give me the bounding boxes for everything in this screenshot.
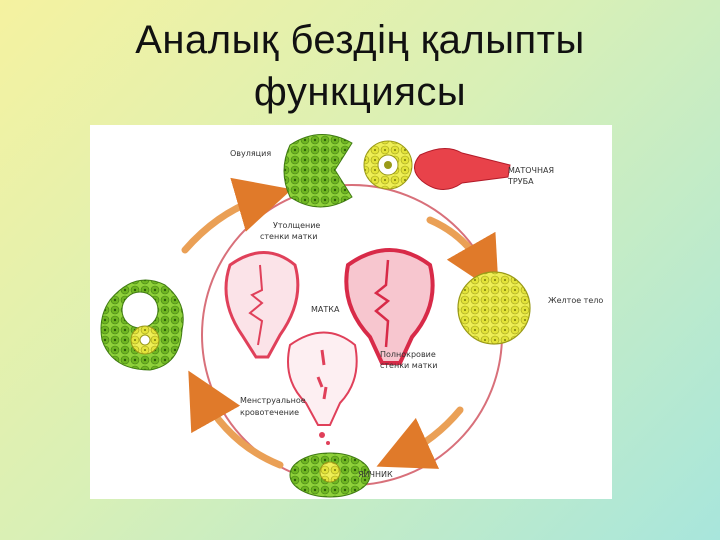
arrow-to-ovary (376, 406, 464, 469)
label-uterus: МАТКА (311, 305, 340, 314)
uterus-thickening (224, 251, 300, 359)
uterus-menstrual (287, 331, 358, 445)
diagram-canvas: Овуляция МАТОЧНАЯ ТРУБА Утолщение стенки… (100, 134, 603, 498)
developing-follicle (100, 279, 184, 371)
fallopian-tube (414, 148, 511, 190)
label-full-blood-line2: стенки матки (380, 361, 437, 370)
label-tube-line2: ТРУБА (507, 177, 534, 186)
label-menstrual-line1: Менструальное (240, 396, 306, 405)
ovarian-cycle-diagram: Овуляция МАТОЧНАЯ ТРУБА Утолщение стенки… (90, 125, 612, 499)
arrow-to-ovulation (181, 177, 292, 254)
uterus-full-blood (344, 248, 435, 365)
label-ovulation: Овуляция (230, 149, 271, 158)
label-thickening-line2: стенки матки (260, 232, 317, 241)
title-line-1: Аналық бездің қалыпты (135, 18, 585, 62)
arrow-to-follicle (188, 370, 284, 469)
label-ovary: ЯИЧНИК (358, 470, 393, 479)
label-full-blood-line1: Полнокровие (380, 350, 436, 359)
label-corpus-luteum: Желтое тело (548, 296, 603, 305)
arrow-to-corpus-luteum (426, 216, 499, 295)
ovary (289, 452, 371, 498)
ovulation-follicle (283, 134, 413, 208)
title-line-2: функциясы (253, 70, 467, 114)
slide-title: Аналық бездің қалыпты функциясы (0, 14, 720, 118)
label-thickening-line1: Утолщение (273, 221, 320, 230)
corpus-luteum (457, 271, 531, 345)
label-tube-line1: МАТОЧНАЯ (508, 166, 554, 175)
cycle-arrows (181, 177, 499, 469)
label-menstrual-line2: кровотечение (240, 408, 299, 417)
